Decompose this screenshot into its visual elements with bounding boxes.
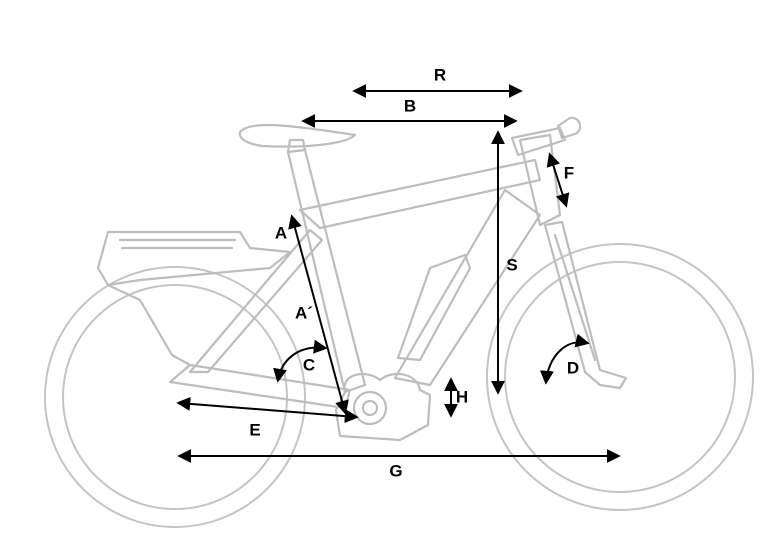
label-g: G	[389, 461, 402, 480]
label-r: R	[434, 65, 446, 84]
label-s: S	[506, 255, 517, 274]
head-tube	[518, 133, 562, 227]
label-a: A	[275, 223, 287, 242]
front-wheel	[486, 243, 754, 511]
saddle	[238, 123, 357, 148]
fork	[543, 220, 628, 390]
label-b: B	[404, 96, 416, 115]
label-h: H	[456, 387, 468, 406]
seat-tube	[286, 148, 367, 394]
down-tube	[393, 188, 542, 387]
label-d: D	[567, 358, 579, 377]
crank	[352, 390, 388, 426]
head-angle-arrow	[539, 333, 590, 385]
seat-angle-arrow	[273, 339, 328, 383]
bike-frame	[96, 116, 628, 442]
seat-tube-arrow	[288, 214, 349, 415]
rack-strut	[106, 283, 192, 367]
label-c: C	[303, 355, 315, 374]
top-tube	[298, 158, 542, 230]
label-a-prime: A´	[295, 303, 313, 322]
label-e: E	[249, 420, 260, 439]
handlebar	[556, 116, 582, 140]
chainstay-arrow	[176, 396, 359, 424]
label-f: F	[564, 163, 574, 182]
motor-housing	[334, 372, 432, 442]
stem	[510, 126, 567, 157]
head-tube-arrow	[546, 152, 570, 208]
battery	[396, 253, 472, 362]
